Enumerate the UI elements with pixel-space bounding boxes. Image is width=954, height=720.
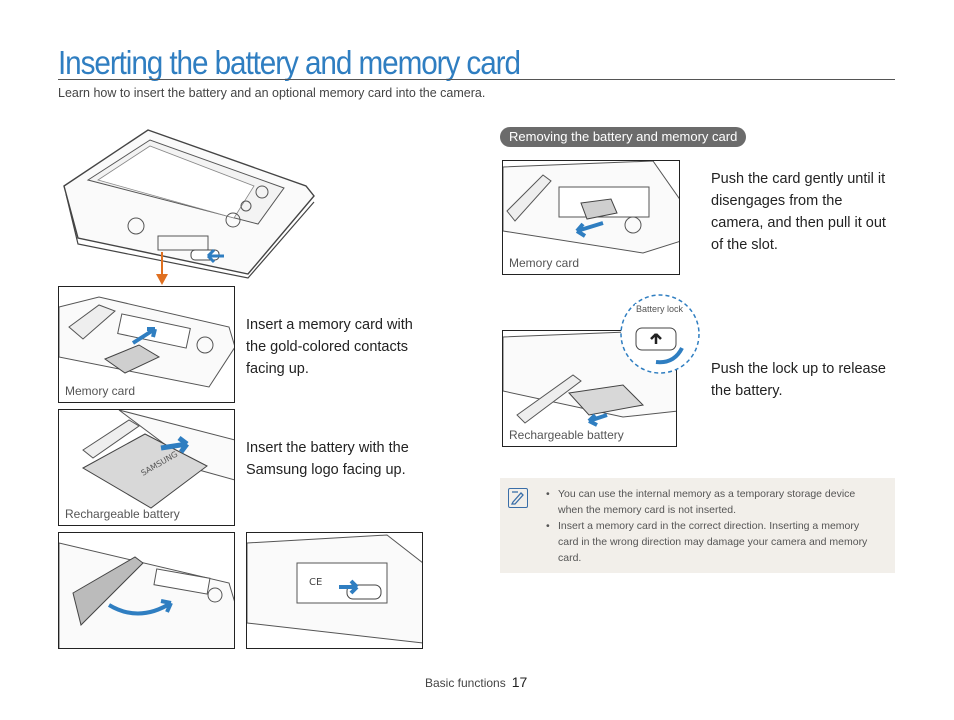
note-list: You can use the internal memory as a tem… — [546, 486, 880, 566]
memory-card-caption: Memory card — [65, 384, 136, 398]
section-label: Removing the battery and memory card — [500, 127, 747, 147]
battery-lock-label: Battery lock — [635, 304, 685, 314]
page-title: Inserting the battery and memory card — [58, 44, 521, 81]
note-pencil-icon — [508, 488, 528, 508]
down-arrow-icon — [156, 252, 168, 285]
memory-card-remove-caption: Memory card — [509, 256, 580, 270]
page-number: 17 — [511, 674, 528, 690]
note-item: Insert a memory card in the correct dire… — [546, 518, 880, 566]
cover-locked-figure: CE — [246, 532, 423, 649]
note-box: You can use the internal memory as a tem… — [500, 478, 895, 573]
memory-card-insert-figure: Memory card — [58, 286, 235, 403]
title-divider — [58, 79, 895, 80]
page-footer: Basic functions 17 — [425, 674, 527, 690]
page-subtitle: Learn how to insert the battery and an o… — [58, 86, 486, 100]
memory-card-remove-figure: Memory card — [502, 160, 680, 275]
svg-text:CE: CE — [309, 577, 322, 588]
memory-card-insert-text: Insert a memory card with the gold-color… — [246, 317, 413, 377]
close-cover-figure — [58, 532, 235, 649]
battery-remove-text: Push the lock up to release the battery. — [711, 361, 886, 399]
memory-card-remove-text: Push the card gently until it disengages… — [711, 171, 886, 253]
camera-back-illustration — [63, 129, 315, 279]
note-item: You can use the internal memory as a tem… — [546, 486, 880, 518]
battery-lock-callout — [620, 294, 700, 374]
footer-section: Basic functions — [425, 676, 506, 690]
battery-caption: Rechargeable battery — [65, 507, 180, 521]
battery-insert-figure: SAMSUNG Rechargeable battery — [58, 409, 235, 526]
battery-remove-caption: Rechargeable battery — [509, 428, 624, 442]
battery-insert-text: Insert the battery with the Samsung logo… — [246, 440, 409, 478]
